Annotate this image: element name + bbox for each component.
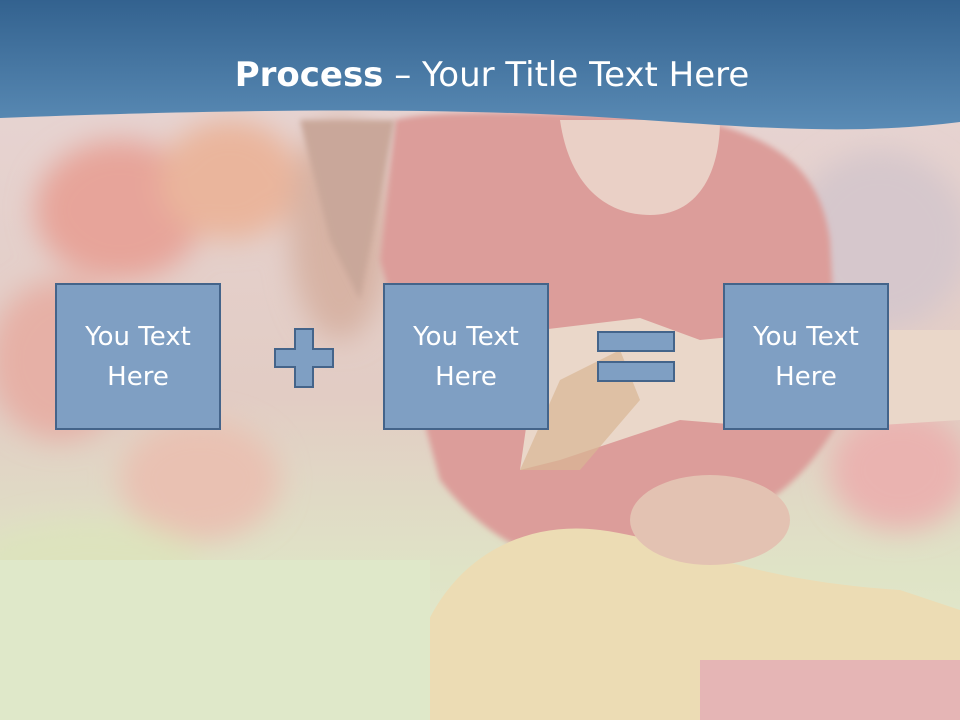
plus-icon (274, 328, 334, 388)
text-box-1-label: You Text Here (85, 321, 191, 392)
header-band (0, 0, 960, 130)
text-box-2-label: You Text Here (413, 321, 519, 392)
text-box-2[interactable]: You Text Here (383, 283, 549, 430)
slide-title-rest: – Your Title Text Here (383, 55, 750, 95)
slide-title: Process – Your Title Text Here (0, 52, 960, 98)
text-box-3-label: You Text Here (753, 321, 859, 392)
slide-title-bold: Process (234, 55, 384, 95)
text-box-1[interactable]: You Text Here (55, 283, 221, 430)
equals-icon (597, 331, 675, 382)
text-box-3[interactable]: You Text Here (723, 283, 889, 430)
